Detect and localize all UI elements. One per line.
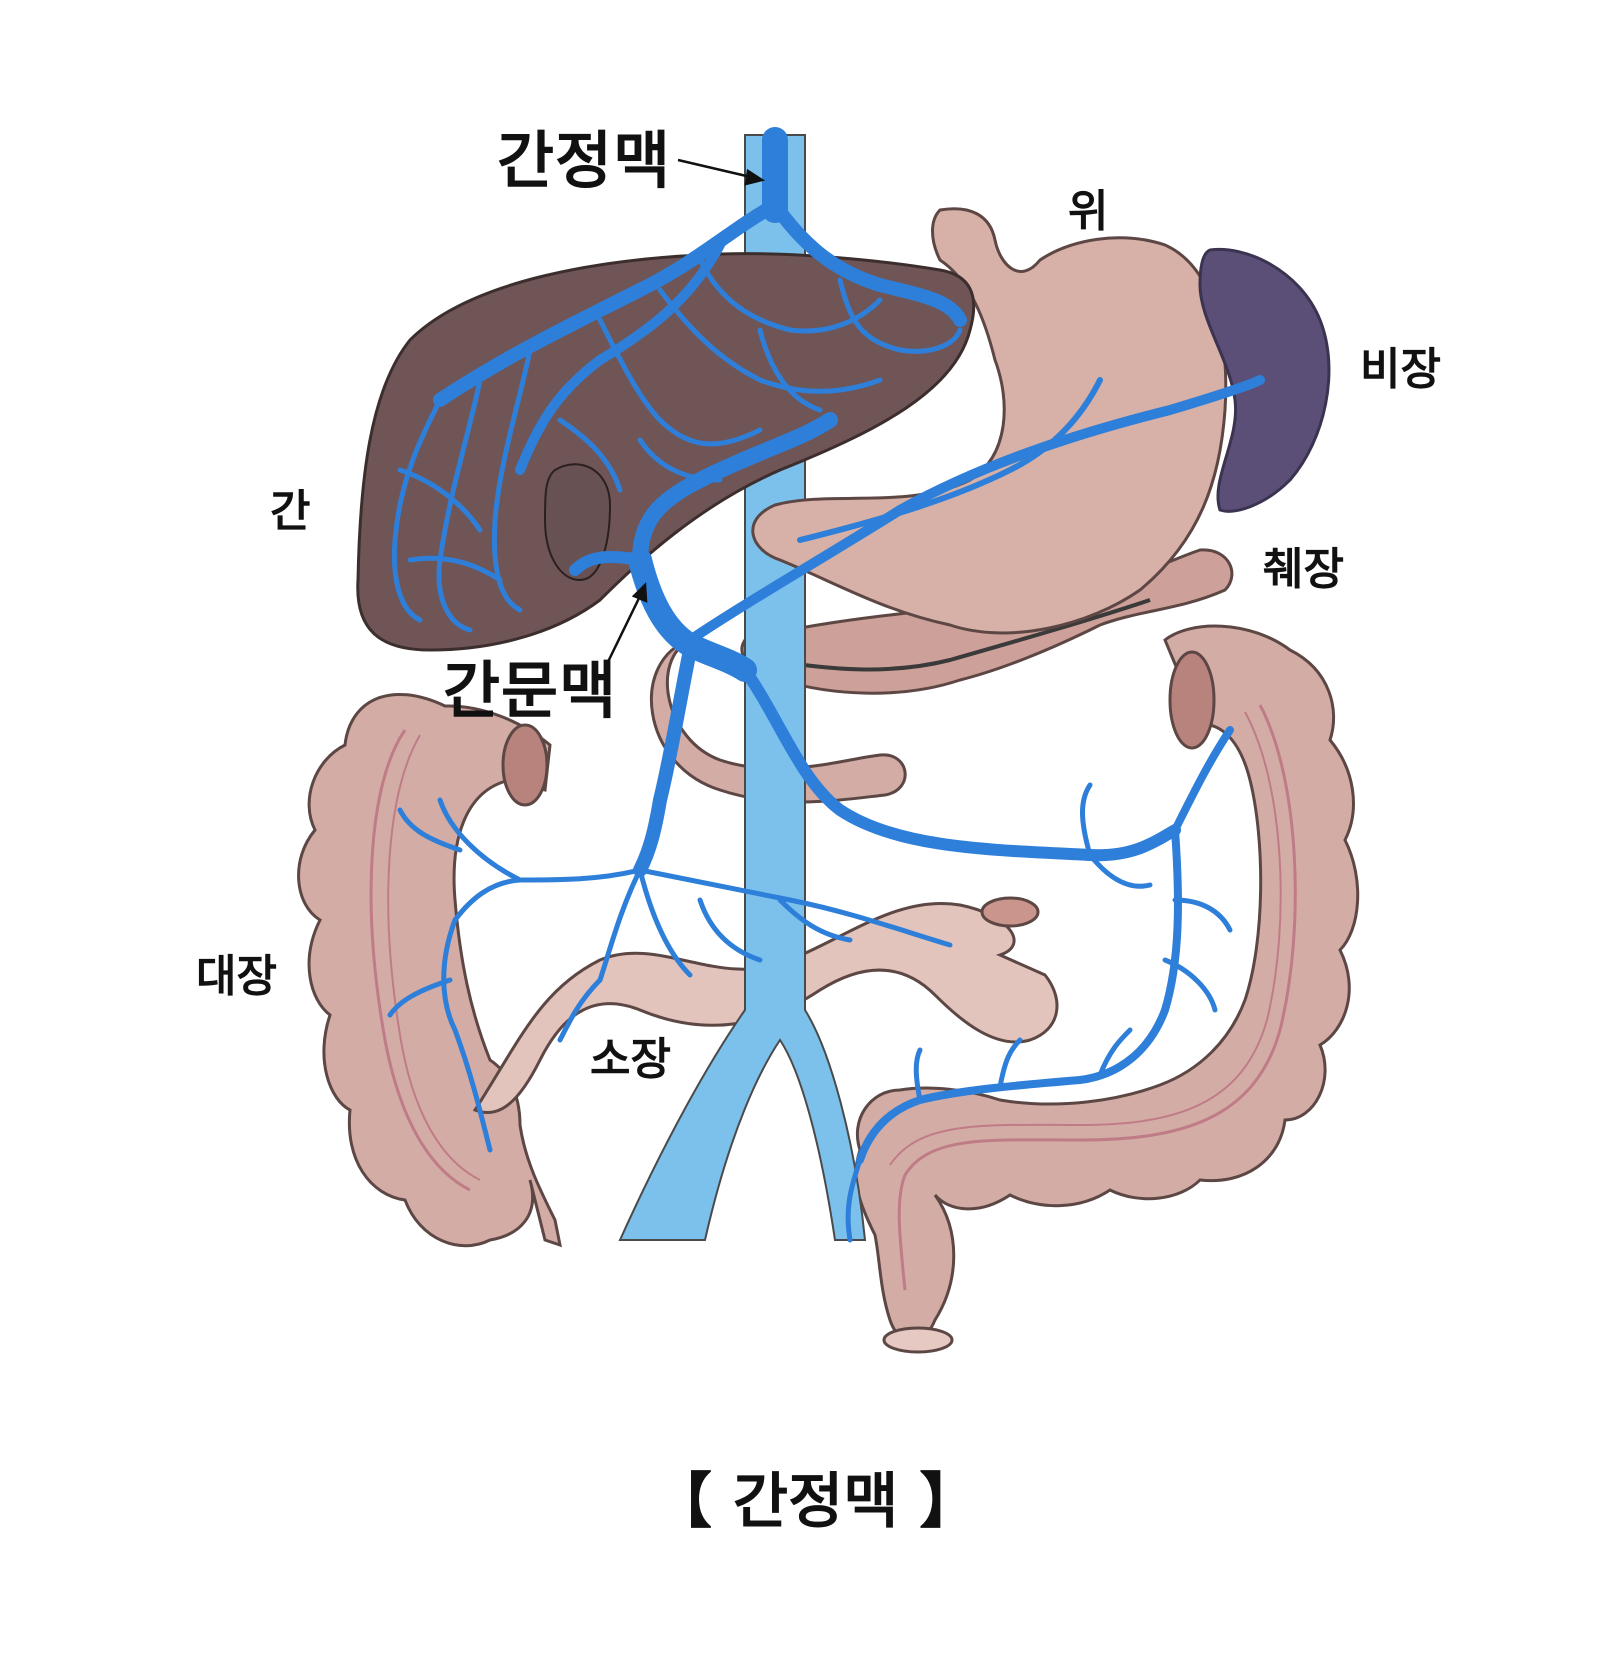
pancreatic-duct bbox=[769, 598, 1151, 672]
caption: 【 간정맥 】 bbox=[652, 1467, 980, 1537]
pointer-arrows bbox=[603, 158, 766, 669]
hepatic-vein-arrowhead bbox=[744, 168, 766, 186]
large-intestine-label: 대장 bbox=[196, 951, 277, 1002]
portal-vein-arrowhead bbox=[631, 582, 648, 603]
portal-vein-label: 간문맥 bbox=[443, 654, 618, 727]
portal-vein-to-liver bbox=[632, 412, 838, 568]
ascending-colon-cut-end bbox=[501, 723, 549, 807]
liver-venules bbox=[391, 257, 963, 633]
rectum-opening bbox=[882, 1326, 954, 1354]
ascending-colon-stripe bbox=[369, 729, 471, 1192]
hepatic-vein-label: 간정맥 bbox=[497, 124, 672, 197]
gallbladder bbox=[543, 463, 612, 582]
superior-mesenteric-vein bbox=[633, 643, 697, 877]
portal-vein-pointer bbox=[603, 591, 644, 669]
small-intestine-cut-end bbox=[980, 896, 1040, 928]
gastric-vein bbox=[797, 377, 1103, 543]
descending-colon bbox=[854, 624, 1360, 1343]
small-intestine-label: 소장 bbox=[590, 1034, 671, 1085]
descending-colon-stripe bbox=[897, 704, 1297, 1291]
liver-label: 간 bbox=[270, 486, 311, 537]
descending-colon-cut-end bbox=[1168, 650, 1216, 750]
stomach-label: 위 bbox=[1068, 186, 1109, 237]
hepatic-vein-branch-mid bbox=[515, 240, 725, 475]
descending-colon-vein bbox=[856, 726, 1234, 1164]
hepatic-vein-branch-right bbox=[768, 198, 967, 327]
pancreas-label: 췌장 bbox=[1263, 544, 1344, 595]
vein-network bbox=[387, 127, 1265, 1243]
descending-colon-stripe-2 bbox=[889, 711, 1282, 1166]
ascending-colon-stripe-2 bbox=[387, 734, 481, 1181]
splenic-vein bbox=[685, 375, 1265, 645]
portal-vein-left-branch bbox=[569, 551, 646, 576]
spleen-label: 비장 bbox=[1360, 344, 1441, 395]
hepatic-vein-pointer bbox=[677, 158, 756, 180]
hepatic-vein-branch-left bbox=[433, 198, 782, 407]
large-intestine bbox=[297, 624, 1360, 1354]
mesenteric-venules bbox=[387, 782, 1233, 1243]
inferior-mesenteric-vein bbox=[739, 664, 1181, 862]
